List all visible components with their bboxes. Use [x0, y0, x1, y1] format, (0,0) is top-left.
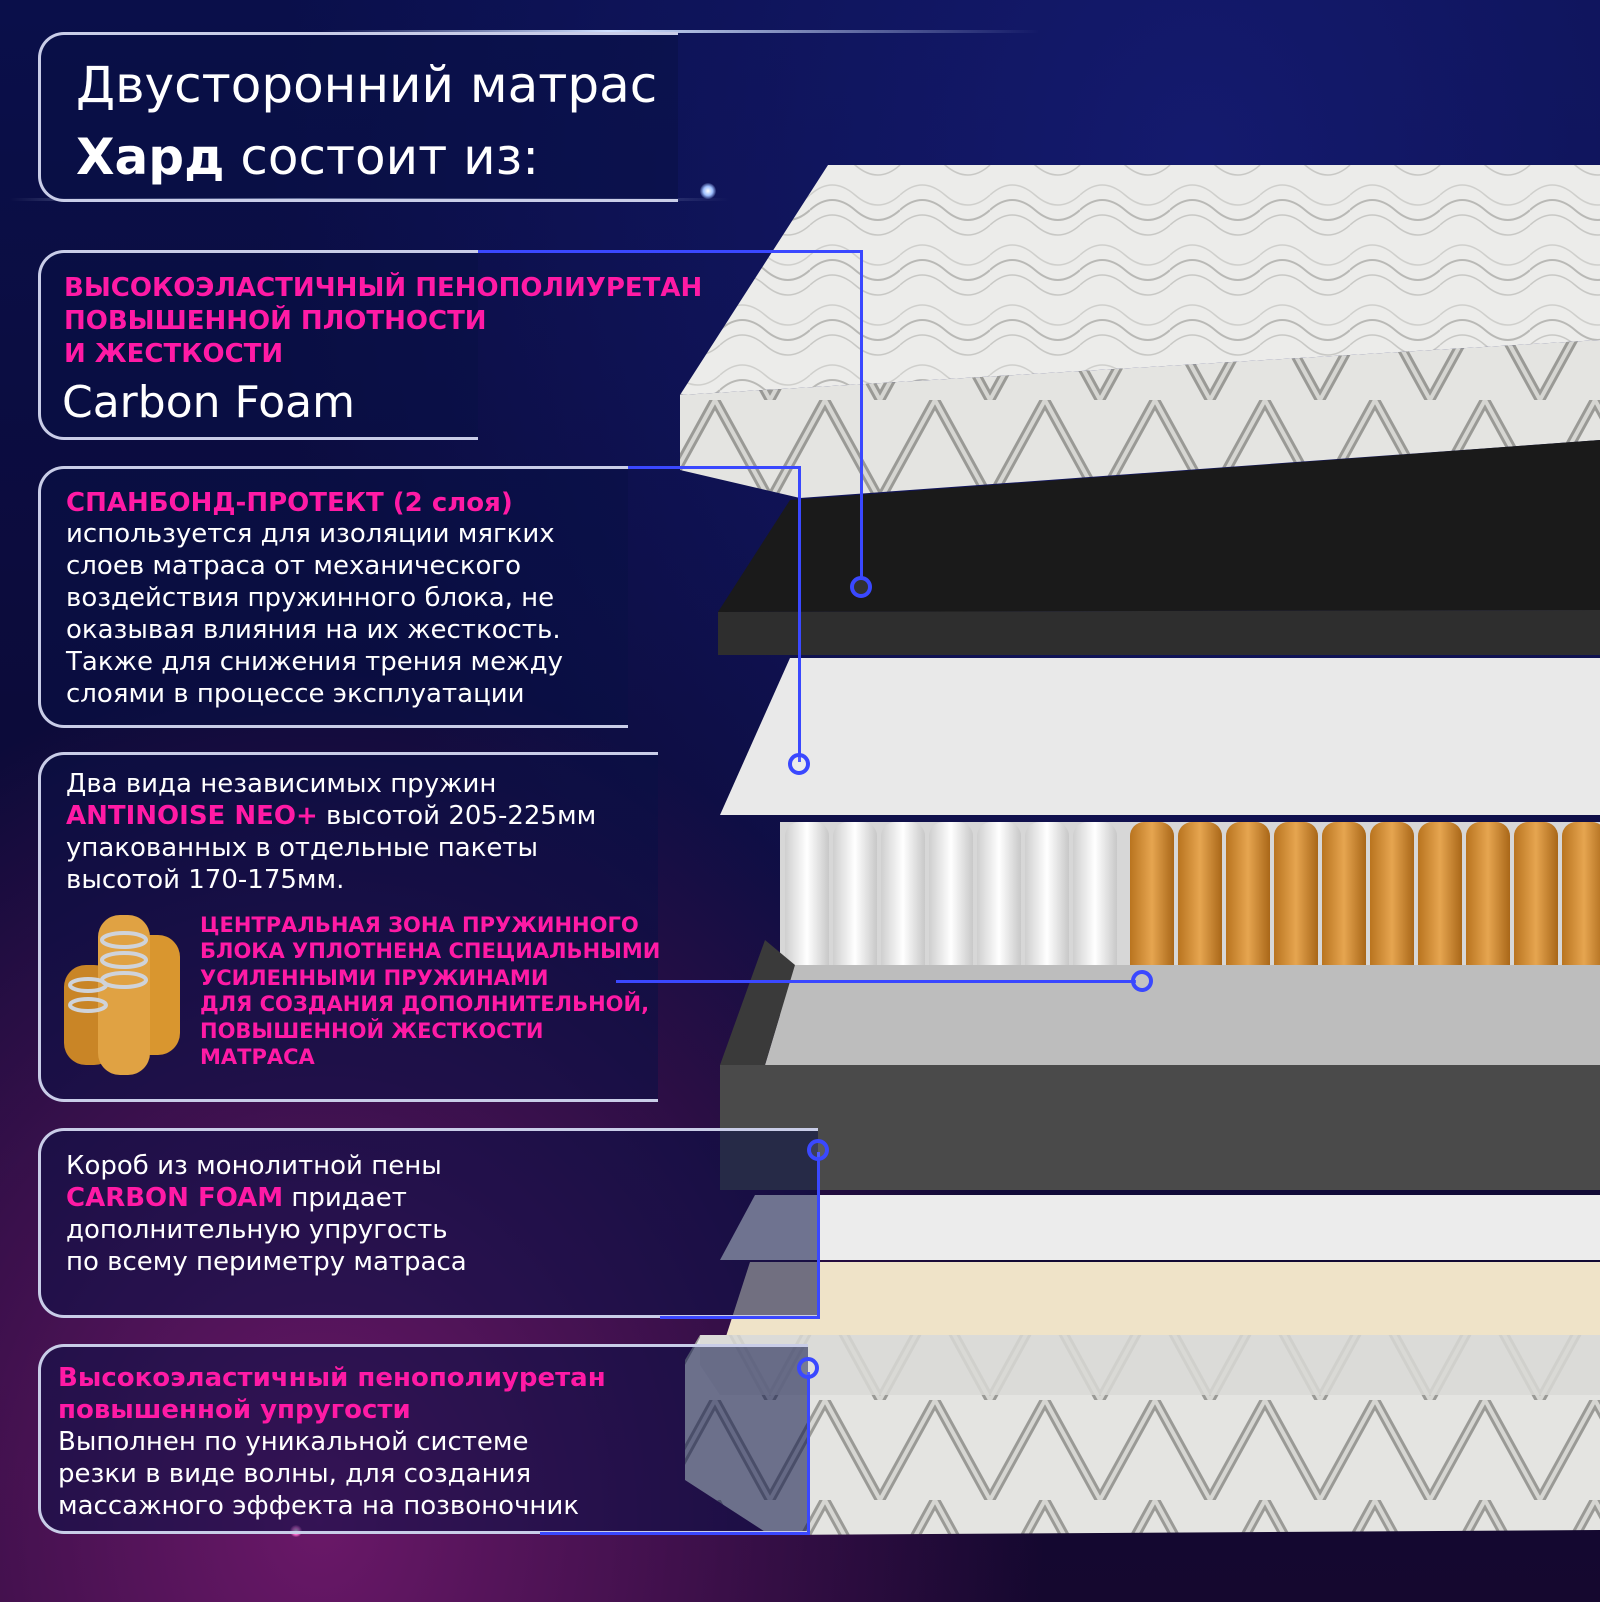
wave-foam-heading-line2: повышенной упругости [58, 1395, 411, 1425]
black-spunbond-edge [718, 610, 1600, 655]
star-icon [700, 183, 716, 199]
header-box [38, 32, 678, 202]
connector-4-v [817, 1152, 820, 1319]
white-spunbond-layer [720, 658, 1600, 815]
glow-line-top [320, 30, 1040, 33]
carbon-foam-name: Carbon Foam [62, 377, 355, 428]
center-zone-line3: УСИЛЕННЫМИ ПРУЖИНАМИ [200, 966, 549, 990]
title-rest: состоит из: [224, 128, 540, 186]
connector-5-v [807, 1372, 810, 1535]
connector-3-h [616, 980, 1136, 983]
carbon-foam-heading-line2: ПОВЫШЕННОЙ ПЛОТНОСТИ [64, 306, 487, 336]
center-zone-line6: МАТРАСА [200, 1045, 315, 1069]
top-cover-surface [680, 165, 1600, 395]
spunbond-text-2: слоев матраса от механического [66, 551, 521, 581]
section-wave-foam-box [38, 1344, 808, 1534]
page-title-line2: Хард состоит из: [76, 128, 539, 186]
product-name: Хард [76, 128, 225, 186]
wave-foam-text-1: Выполнен по уникальной системе [58, 1427, 529, 1457]
springs-text-2: ANTINOISE NEO+ высотой 205-225мм [66, 800, 596, 832]
black-spunbond-layer [718, 440, 1600, 612]
springs-height: высотой 205-225мм [317, 801, 597, 831]
connector-1-dot [850, 576, 872, 598]
bottom-cover-rim [700, 1335, 1600, 1395]
springs-text-1: Два вида независимых пружин [66, 769, 497, 799]
section-box-frame-box [38, 1128, 818, 1318]
wave-foam-heading-line1: Высокоэластичный пенополиуретан [58, 1363, 606, 1393]
springs-text-3: упакованных в отдельные пакеты [66, 833, 539, 863]
section-carbon-foam-box [38, 250, 478, 440]
foam-box-frame-left [720, 940, 795, 1065]
center-zone-line5: ПОВЫШЕННОЙ ЖЕСТКОСТИ [200, 1019, 544, 1043]
box-text-4: по всему периметру матраса [66, 1247, 467, 1277]
page-title-line1: Двусторонний матрас [76, 56, 658, 114]
lower-white-spunbond [720, 1195, 1600, 1260]
center-zone-line1: ЦЕНТРАЛЬНАЯ ЗОНА ПРУЖИННОГО [200, 913, 639, 937]
center-zone-line2: БЛОКА УПЛОТНЕНА СПЕЦИАЛЬНЫМИ [200, 939, 661, 963]
wave-foam-text-2: резки в виде волны, для создания [58, 1459, 532, 1489]
spunbond-text-3: воздействия пружинного блока, не [66, 583, 555, 613]
spunbond-text-6: слоями в процессе эксплуатации [66, 679, 525, 709]
carbon-foam-label: CARBON FOAM [66, 1183, 284, 1213]
foam-box-inner [765, 965, 1600, 1065]
connector-1-h [478, 250, 863, 253]
top-cover-side [680, 340, 1600, 498]
carbon-foam-heading-line1: ВЫСОКОЭЛАСТИЧНЫЙ ПЕНОПОЛИУРЕТАН [64, 273, 703, 303]
box-text-2-rest: придает [283, 1183, 407, 1213]
spunbond-text-4: оказывая влияния на их жесткость. [66, 615, 561, 645]
box-text-1: Короб из монолитной пены [66, 1151, 442, 1181]
connector-4-dot [807, 1139, 829, 1161]
connector-1-v [860, 250, 863, 580]
center-zone-line4: ДЛЯ СОЗДАНИЯ ДОПОЛНИТЕЛЬНОЙ, [200, 992, 650, 1016]
spunbond-heading: СПАНБОНД-ПРОТЕКТ (2 слоя) [66, 488, 513, 518]
section-spunbond-box [38, 466, 628, 728]
box-text-3: дополнительную упругость [66, 1215, 448, 1245]
box-text-2: CARBON FOAM придает [66, 1182, 407, 1214]
carbon-foam-heading-line3: И ЖЕСТКОСТИ [64, 339, 284, 369]
connector-4-h [660, 1316, 820, 1319]
connector-5-h [540, 1532, 810, 1535]
foam-box [720, 1065, 1600, 1190]
antinoise-label: ANTINOISE NEO+ [66, 801, 318, 831]
spring-pocket-illustration [64, 915, 180, 1075]
connector-5-dot [797, 1357, 819, 1379]
wave-foam-top [720, 1262, 1600, 1355]
spunbond-text-1: используется для изоляции мягких [66, 519, 555, 549]
connector-3-dot [1131, 970, 1153, 992]
wave-foam-text-3: массажного эффекта на позвоночник [58, 1491, 580, 1521]
connector-2-v [798, 466, 801, 762]
connector-2-h [628, 466, 801, 469]
connector-2-dot [788, 753, 810, 775]
spunbond-text-5: Также для снижения трения между [66, 647, 563, 677]
springs-text-4: высотой 170-175мм. [66, 865, 345, 895]
